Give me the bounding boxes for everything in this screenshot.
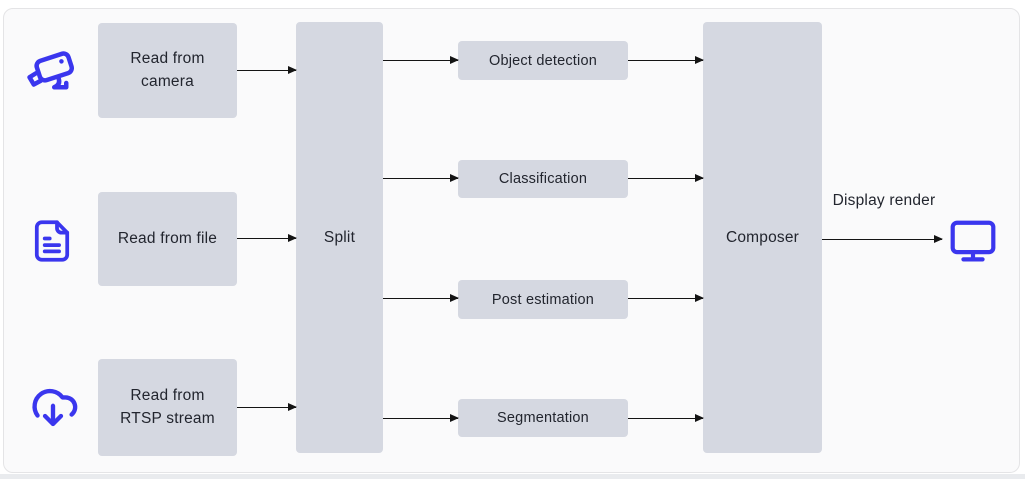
arrow-rtsp-to-split: [237, 402, 297, 411]
arrow-camera-to-split: [237, 65, 297, 74]
node-object-detection: Object detection: [458, 41, 628, 80]
arrow-split-to-classification: [383, 173, 459, 182]
bottom-strip: [0, 474, 1025, 479]
cctv-camera-icon: [27, 51, 75, 90]
document-icon: [34, 220, 70, 262]
arrow-object-detection-to-composer: [628, 55, 704, 64]
monitor-icon: [950, 220, 996, 262]
node-read-from-camera: Read from camera: [98, 23, 237, 118]
node-segmentation: Segmentation: [458, 399, 628, 437]
node-composer: Composer: [703, 22, 822, 453]
display-render-label: Display render: [832, 192, 936, 209]
node-post-estimation: Post estimation: [458, 280, 628, 319]
node-read-from-rtsp-stream: Read from RTSP stream: [98, 359, 237, 456]
node-read-from-file: Read from file: [98, 192, 237, 286]
arrow-post-estimation-to-composer: [628, 293, 704, 302]
node-classification: Classification: [458, 160, 628, 198]
arrow-classification-to-composer: [628, 173, 704, 182]
arrow-split-to-object-detection: [383, 55, 459, 64]
arrow-split-to-segmentation: [383, 413, 459, 422]
arrow-split-to-post-estimation: [383, 293, 459, 302]
arrow-composer-to-display: [822, 234, 943, 243]
arrow-file-to-split: [237, 233, 297, 242]
cloud-download-icon: [32, 388, 78, 427]
arrow-segmentation-to-composer: [628, 413, 704, 422]
node-split: Split: [296, 22, 383, 453]
